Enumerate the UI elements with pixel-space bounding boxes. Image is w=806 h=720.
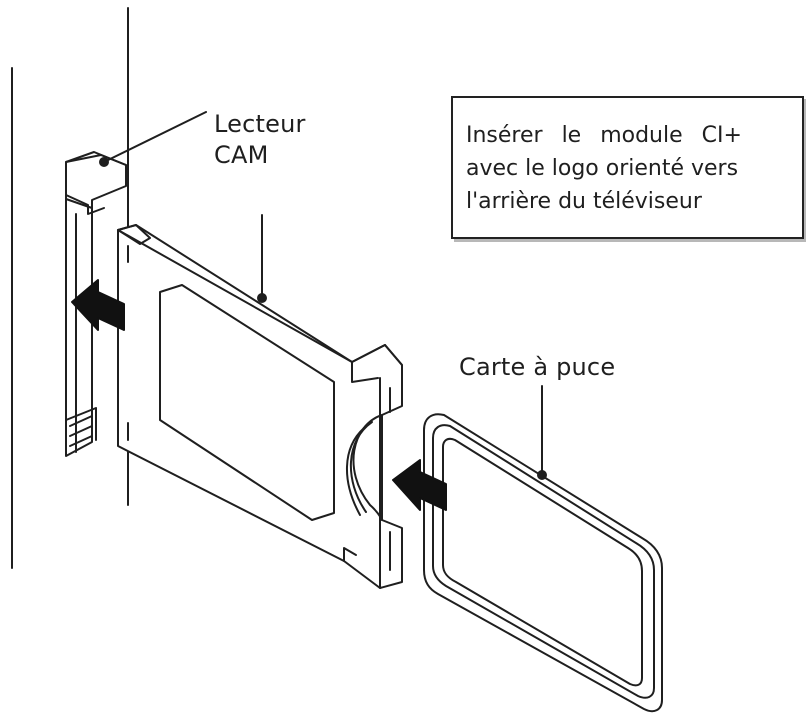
cam-reader-label-line-2: CAM: [214, 141, 269, 169]
cam-reader-label: Lecteur CAM: [214, 109, 306, 171]
smart-card-label: Carte à puce: [459, 353, 616, 381]
cam-module: [117, 224, 403, 589]
instruction-line-2: avec le logo orienté vers: [466, 156, 739, 181]
smart-card: [423, 413, 663, 713]
instruction-note: Insérer le module CI+ avec le logo orien…: [451, 96, 804, 239]
cam-reader-slot: [65, 151, 127, 457]
insert-module-arrow: [71, 279, 125, 331]
tv-back-panel: [11, 7, 129, 569]
leader-lines: [99, 111, 547, 480]
insert-card-arrow: [392, 459, 447, 511]
instruction-line-1: Insérer le module CI+: [466, 123, 742, 148]
instruction-line-3: l'arrière du téléviseur: [466, 189, 702, 214]
cam-reader-label-line-1: Lecteur: [214, 110, 306, 138]
